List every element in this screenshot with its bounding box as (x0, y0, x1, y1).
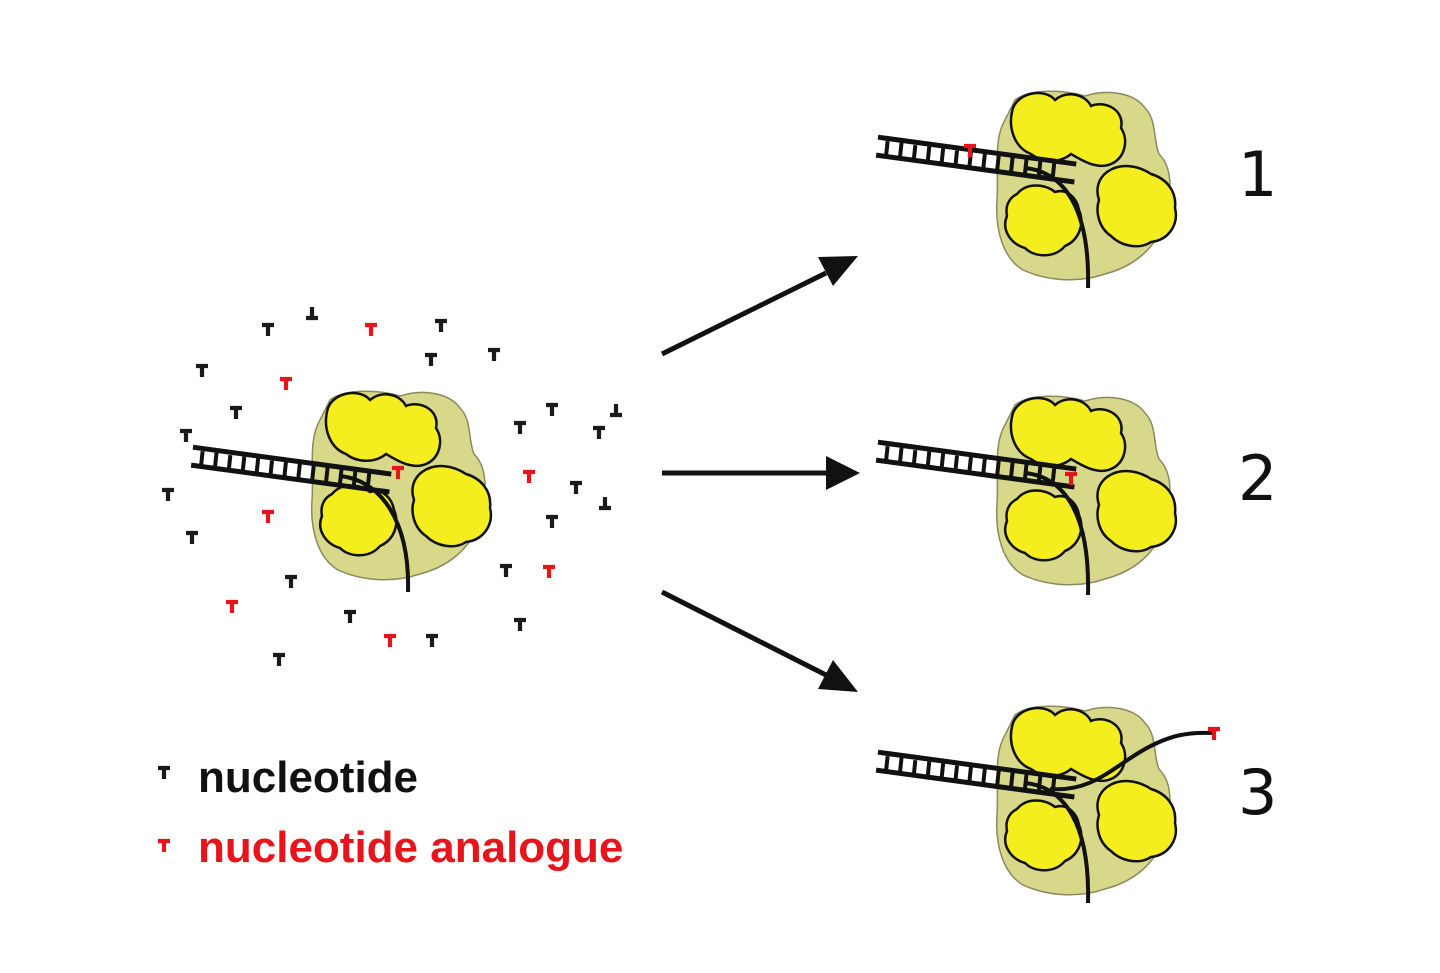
arrows (660, 256, 860, 692)
free-nucleotide-16 (570, 483, 582, 494)
legend: nucleotide nucleotide analogue (158, 753, 623, 872)
outcome-number-1: 1 (1238, 138, 1277, 211)
free-nucleotide-26 (344, 612, 356, 623)
free-nucleotide-24 (285, 577, 297, 588)
free-nucleotide-3 (435, 321, 447, 332)
free-nucleotide-4 (488, 350, 500, 361)
free-nucleotide-0 (262, 325, 274, 336)
free-nucleotide-9 (546, 405, 558, 416)
free-nucleotide-29 (426, 636, 438, 647)
free-nucleotide-30 (273, 655, 285, 666)
outcome-1-complex (875, 89, 1178, 289)
free-analogue-6 (280, 379, 292, 390)
arrow-to-outcome-2 (662, 456, 860, 490)
legend-analogue-label: nucleotide analogue (198, 823, 623, 872)
free-nucleotide-22 (500, 566, 512, 577)
legend-nucleotide-icon (158, 768, 170, 779)
free-analogue-15 (523, 472, 535, 483)
outcome-number-3: 3 (1238, 756, 1277, 829)
free-nucleotide-20 (546, 517, 558, 528)
free-nucleotide-21 (186, 533, 198, 544)
free-nucleotide-13 (593, 428, 605, 439)
free-nucleotide-27 (514, 620, 526, 631)
free-nucleotide-11 (180, 431, 192, 442)
arrow-to-outcome-1 (660, 256, 858, 357)
outcome-2-complex (875, 394, 1178, 596)
free-nucleotide-18 (599, 497, 611, 508)
outcome-3-complex (875, 704, 1220, 904)
legend-analogue-icon (158, 841, 170, 852)
free-nucleotide-7 (425, 355, 437, 366)
free-nucleotide-17 (162, 490, 174, 501)
free-analogue-23 (543, 567, 555, 578)
arrow-to-outcome-3 (660, 589, 858, 692)
free-nucleotide-10 (610, 404, 622, 415)
free-nucleotide-12 (514, 423, 526, 434)
free-analogue-25 (226, 602, 238, 613)
legend-nucleotide-label: nucleotide (198, 753, 418, 802)
outcome-number-2: 2 (1238, 442, 1277, 515)
free-analogue-19 (262, 512, 274, 523)
initial-complex (190, 389, 493, 593)
free-nucleotide-8 (230, 408, 242, 419)
free-nucleotide-1 (306, 307, 318, 318)
free-analogue-2 (365, 325, 377, 336)
free-analogue-28 (384, 636, 396, 647)
free-nucleotide-5 (196, 366, 208, 377)
